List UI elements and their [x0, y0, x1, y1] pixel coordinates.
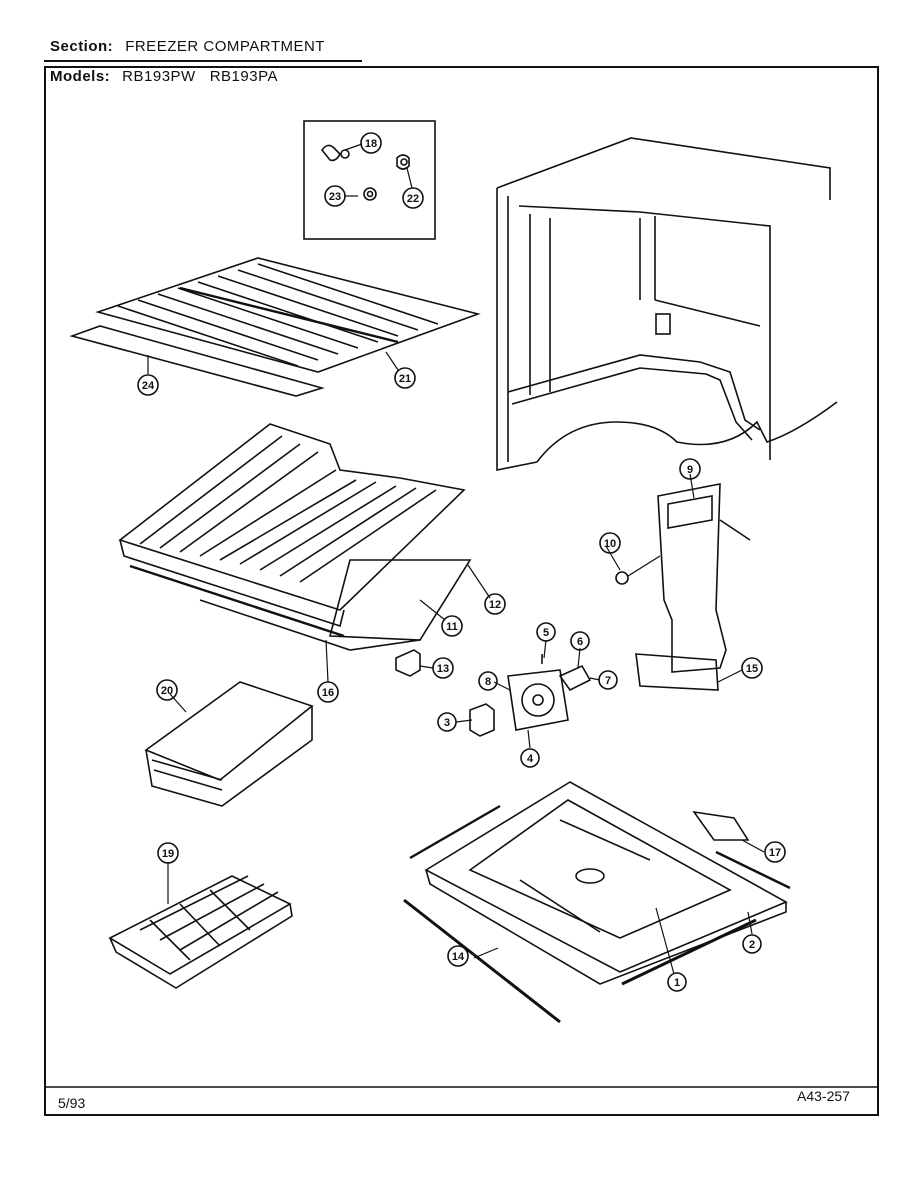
svg-text:9: 9 — [687, 464, 693, 476]
freezer-cabinet — [496, 137, 838, 471]
callout-4: 4 — [520, 748, 540, 768]
callout-19: 19 — [157, 842, 179, 864]
callout-7: 7 — [598, 670, 618, 690]
callout-13: 13 — [432, 657, 454, 679]
callout-21: 21 — [394, 367, 416, 389]
floor-pan — [424, 781, 788, 985]
part-13-bracket — [395, 649, 421, 677]
part-22-cap — [396, 154, 410, 170]
section-label: Section: — [50, 38, 114, 55]
part-10-screw — [615, 571, 629, 585]
air-duct — [657, 483, 751, 673]
callout-20: 20 — [156, 679, 178, 701]
callout-22: 22 — [402, 187, 424, 209]
svg-text:12: 12 — [489, 599, 501, 611]
callout-16: 16 — [317, 681, 339, 703]
side-rail-left — [409, 804, 501, 860]
models-label: Models: — [50, 68, 111, 85]
svg-text:14: 14 — [452, 951, 465, 963]
callout-9: 9 — [679, 458, 701, 480]
callout-14: 14 — [447, 945, 469, 967]
svg-text:11: 11 — [446, 621, 458, 633]
footer-code: A43-257 — [797, 1088, 850, 1104]
callout-5: 5 — [536, 622, 556, 642]
svg-text:10: 10 — [604, 538, 616, 550]
callout-17: 17 — [764, 841, 786, 863]
models-line: Models: RB193PW RB193PA — [50, 68, 278, 85]
svg-text:16: 16 — [322, 687, 334, 699]
callout-11: 11 — [441, 615, 463, 637]
svg-text:4: 4 — [527, 753, 534, 765]
callout-bubbles: 18 22 23 24 21 9 10 12 11 16 13 5 6 8 7 … — [137, 132, 786, 992]
svg-text:20: 20 — [161, 685, 173, 697]
duct-cover — [635, 653, 719, 691]
callout-6: 6 — [570, 631, 590, 651]
svg-text:13: 13 — [437, 663, 449, 675]
part-18-cam — [320, 144, 350, 162]
svg-text:17: 17 — [769, 847, 781, 859]
svg-text:23: 23 — [329, 191, 341, 203]
svg-text:3: 3 — [444, 717, 450, 729]
part-17-cover — [692, 810, 750, 841]
callout-15: 15 — [741, 657, 763, 679]
small-parts-inset — [303, 120, 436, 240]
glass-shelf — [118, 423, 466, 628]
shelf-trim — [69, 325, 325, 397]
side-rail-right — [715, 850, 791, 890]
leader-lines — [147, 143, 765, 975]
ice-bin — [144, 681, 314, 807]
callout-1: 1 — [667, 972, 687, 992]
callout-2: 2 — [742, 934, 762, 954]
section-value: FREEZER COMPARTMENT — [125, 38, 325, 55]
callout-3: 3 — [437, 712, 457, 732]
shelf-rail — [129, 564, 421, 651]
models-value: RB193PW RB193PA — [122, 68, 278, 85]
svg-text:5: 5 — [543, 627, 549, 639]
fan-assembly — [469, 654, 592, 737]
front-rail-2 — [621, 918, 757, 986]
svg-text:19: 19 — [162, 848, 174, 860]
svg-text:6: 6 — [577, 636, 583, 648]
footer-date: 5/93 — [58, 1095, 86, 1111]
svg-text:8: 8 — [485, 676, 491, 688]
callout-24: 24 — [137, 374, 159, 396]
part-23-washer — [363, 187, 377, 201]
header-rule — [44, 60, 362, 62]
svg-text:2: 2 — [749, 939, 755, 951]
svg-text:15: 15 — [746, 663, 758, 675]
callout-23: 23 — [324, 185, 346, 207]
section-line: Section: FREEZER COMPARTMENT — [50, 38, 325, 55]
svg-text:21: 21 — [399, 373, 411, 385]
svg-text:18: 18 — [365, 138, 377, 150]
svg-text:24: 24 — [142, 380, 155, 392]
svg-text:22: 22 — [407, 193, 419, 205]
ice-tray — [108, 875, 293, 989]
wire-shelf — [95, 257, 481, 373]
callout-10: 10 — [599, 532, 621, 554]
callout-8: 8 — [478, 671, 498, 691]
svg-text:7: 7 — [605, 675, 611, 687]
callout-12: 12 — [484, 593, 506, 615]
callout-18: 18 — [360, 132, 382, 154]
svg-text:1: 1 — [674, 977, 680, 989]
diagram-frame — [44, 66, 879, 1116]
front-rail-14 — [403, 898, 561, 1024]
